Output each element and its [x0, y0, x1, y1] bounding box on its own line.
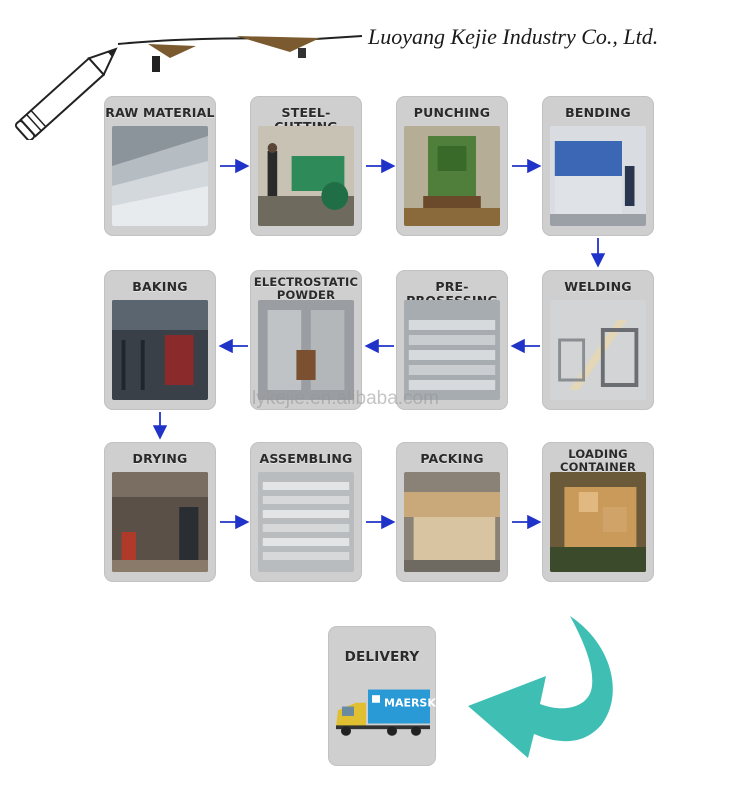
step-punching: PUNCHING: [396, 96, 508, 236]
step-loading-container: LOADING CONTAINER: [542, 442, 654, 582]
drying-photo: [112, 472, 208, 572]
raw-material-photo: [112, 126, 208, 226]
bending-photo: [550, 126, 646, 226]
step-delivery: DELIVERY MAERSK: [328, 626, 437, 766]
company-name: Luoyang Kejie Industry Co., Ltd.: [368, 24, 659, 49]
step-label: DELIVERY: [344, 649, 420, 665]
step-baking: BAKING: [104, 270, 216, 410]
step-label: WELDING: [564, 279, 632, 294]
maersk-logo: MAERSK: [384, 697, 437, 710]
step-pre-processing: PRE-PROSESSING: [396, 270, 508, 410]
packing-photo: [404, 472, 500, 572]
step-label: RAW MATERIAL: [105, 105, 215, 120]
step-label: DRYING: [132, 451, 188, 466]
step-label: BENDING: [565, 105, 631, 120]
pencil-decoration-icon: [14, 35, 363, 140]
step-raw-material: RAW MATERIAL: [104, 96, 216, 236]
step-label: ASSEMBLING: [259, 451, 353, 466]
welding-photo: [550, 300, 646, 400]
step-label-line-1: ELECTROSTATIC: [253, 275, 359, 289]
step-welding: WELDING: [542, 270, 654, 410]
steel-cutting-photo: [258, 126, 354, 226]
step-label-line-1: LOADING: [568, 447, 628, 461]
loading-container-photo: [550, 472, 646, 572]
step-label: LOADING CONTAINER: [542, 448, 654, 474]
step-label-line-2: CONTAINER: [559, 460, 637, 474]
powder-spraying-photo: [258, 300, 354, 400]
baking-photo: [112, 300, 208, 400]
step-assembling: ASSEMBLING: [250, 442, 362, 582]
watermark-text: lykejie.en.alibaba.com: [252, 388, 439, 409]
step-electrostatic-powder-spraying: ELECTROSTATIC POWDER SPRAYING: [250, 270, 362, 410]
punching-photo: [404, 126, 500, 226]
step-bending: BENDING: [542, 96, 654, 236]
step-packing: PACKING: [396, 442, 508, 582]
step-drying: DRYING: [104, 442, 216, 582]
step-label: BAKING: [132, 279, 188, 294]
step-label: PUNCHING: [413, 105, 491, 120]
pre-processing-photo: [404, 300, 500, 400]
step-label: PACKING: [420, 451, 484, 466]
delivery-truck-photo: MAERSK: [332, 682, 437, 748]
curved-return-arrow-icon: [468, 616, 613, 758]
assembling-photo: [258, 472, 354, 572]
step-steel-cutting: STEEL-CUTTING: [250, 96, 362, 236]
